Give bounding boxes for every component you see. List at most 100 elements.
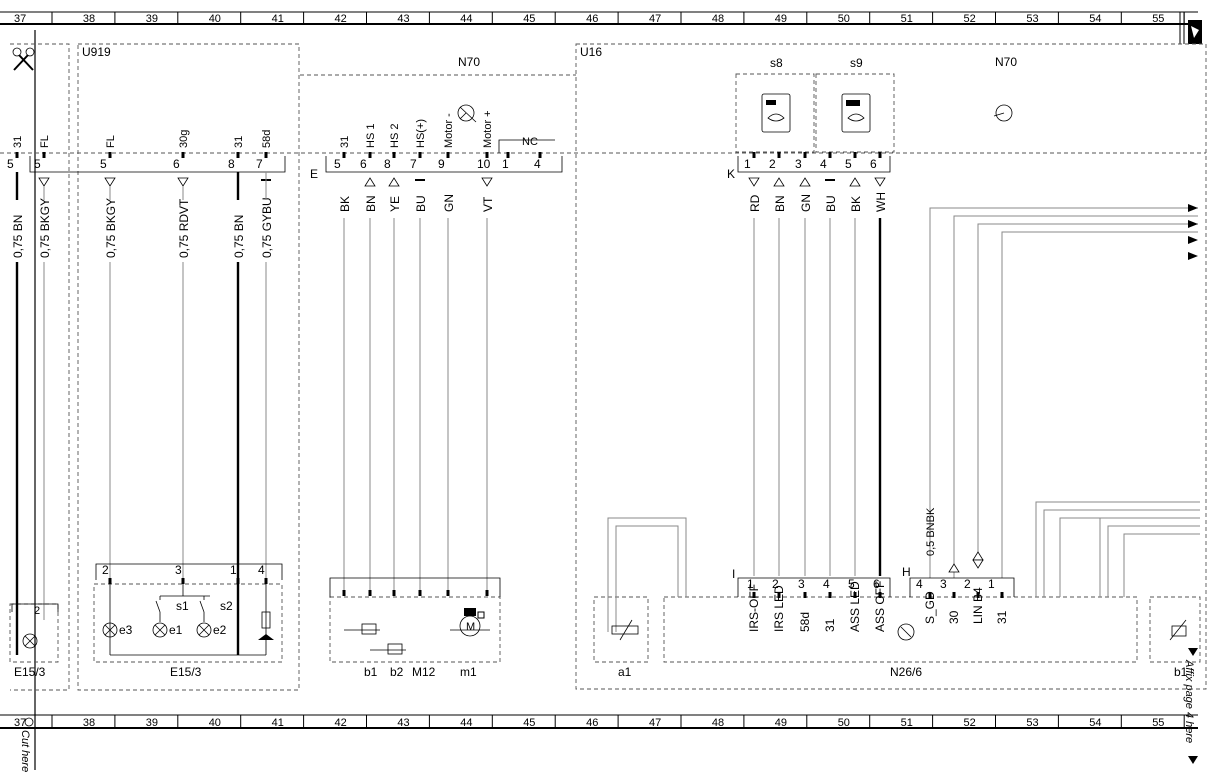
- wire-label: WH: [874, 192, 888, 212]
- pin-mark: [952, 592, 956, 598]
- motor-symbol-icon: [457, 104, 477, 123]
- ruler-number: 52: [964, 13, 976, 25]
- pin-number: 5: [845, 157, 852, 171]
- return-wires: [607, 501, 1200, 632]
- component-m1-label: m1: [460, 665, 477, 679]
- pin-mark: [236, 578, 240, 584]
- module-e15-3-label: E15/3: [170, 665, 202, 679]
- pin-signal-label: 31: [823, 618, 837, 632]
- arrow-up-icon: [948, 563, 960, 573]
- connector-h-strip: [909, 577, 1015, 597]
- ruler-number: 38: [83, 717, 95, 729]
- wire-label: YE: [388, 196, 402, 212]
- pin-number: 3: [940, 577, 947, 591]
- pin-mark: [236, 152, 240, 158]
- arrow-up-icon: [388, 177, 400, 187]
- pin-number: 8: [384, 157, 391, 171]
- pin-signal-label: 58d: [261, 130, 273, 148]
- wire-label: GN: [799, 194, 813, 212]
- component-m12-label: M12: [412, 665, 436, 679]
- pin-mark: [418, 590, 422, 596]
- pin-mark: [976, 592, 980, 598]
- lamp-icon: [196, 622, 212, 638]
- pin-number: 10: [477, 157, 491, 171]
- pin-number: 1: [502, 157, 509, 171]
- arrow-down-icon: [874, 177, 886, 187]
- pin-number: 1: [747, 577, 754, 591]
- connector-e-label: E: [310, 167, 318, 181]
- ruler-number: 51: [901, 717, 913, 729]
- ruler-number: 41: [272, 717, 284, 729]
- wire-label: 0,75 GYBU: [260, 197, 274, 258]
- pin-signal-label: 30g: [178, 130, 190, 148]
- pin-mark: [878, 592, 882, 598]
- pin-signal-label: Motor -: [443, 113, 455, 148]
- page-edge-marker: [1179, 12, 1202, 44]
- motor-symbol-icon: [993, 104, 1013, 122]
- pin-mark: [392, 152, 396, 158]
- module-outlines: [0, 43, 1207, 691]
- ruler-number: 41: [272, 13, 284, 25]
- wire-label: BU: [824, 195, 838, 212]
- wire-label: BN: [364, 195, 378, 212]
- ruler-number: 37: [14, 717, 26, 729]
- ruler-number: 54: [1089, 13, 1101, 25]
- pin-mark: [446, 590, 450, 596]
- pin-signal-label: FL: [105, 135, 117, 148]
- pin-mark: [368, 590, 372, 596]
- ruler-number: 51: [901, 13, 913, 25]
- pin-number: 7: [256, 157, 263, 171]
- connector-i-strip: [737, 577, 891, 597]
- motor-m1-icon: M: [450, 608, 490, 637]
- pin-mark: [538, 152, 542, 158]
- ruler-number: 50: [838, 717, 850, 729]
- wire-label: 0,75 BN: [232, 215, 246, 258]
- wire-label: BK: [338, 196, 352, 212]
- pin-number: 1: [230, 563, 237, 577]
- pin-number: 6: [870, 157, 877, 171]
- sensor-b1-right-icon: [1169, 619, 1187, 641]
- pin-mark: [1000, 592, 1004, 598]
- arrow-down-icon: [748, 177, 760, 187]
- pin-number: 6: [360, 157, 367, 171]
- ruler-number: 37: [14, 13, 26, 25]
- pin-number: 2: [102, 563, 109, 577]
- ruler-number: 42: [335, 717, 347, 729]
- pin-mark: [108, 578, 112, 584]
- pin-signal-label: HS 1: [365, 124, 377, 148]
- pin-number: 4: [916, 577, 923, 591]
- pin-mark: [853, 592, 857, 598]
- arrow-up-icon: [364, 177, 376, 187]
- pin-signal-label: ASS LED: [848, 581, 862, 632]
- pin-signal-label: LIN B4: [971, 587, 985, 624]
- ruler-number: 44: [460, 13, 472, 25]
- ruler-number: 48: [712, 13, 724, 25]
- connector-h-label: H: [902, 565, 911, 579]
- lamp-icon: [22, 633, 38, 649]
- pin-number: 4: [534, 157, 541, 171]
- lamp-label: e3: [119, 623, 133, 637]
- ruler-number: 43: [397, 717, 409, 729]
- wire-label-h: 0,5 BNBK: [925, 507, 937, 556]
- pin-number: 3: [795, 157, 802, 171]
- pin-mark: [828, 592, 832, 598]
- ruler-number: 47: [649, 13, 661, 25]
- component-a1-label: a1: [618, 665, 632, 679]
- wire-label: BN: [773, 195, 787, 212]
- arrow-down-icon: [38, 177, 50, 187]
- pin-mark: [752, 152, 756, 158]
- pin-mark: [368, 152, 372, 158]
- lamp-label: e2: [213, 623, 227, 637]
- ruler-number: 40: [209, 13, 221, 25]
- pin-signal-label: Motor +: [482, 110, 494, 148]
- switch-label: s2: [220, 599, 233, 613]
- wire-label: RD: [748, 194, 762, 212]
- pin-signal-label: 31: [233, 136, 245, 148]
- pin-number: 5: [34, 157, 41, 171]
- fuse-icon: [258, 611, 274, 640]
- pin-number: 5: [334, 157, 341, 171]
- pin-signal-label: IRS-OFF: [747, 584, 761, 632]
- pin-signal-label: S_GD: [923, 591, 937, 624]
